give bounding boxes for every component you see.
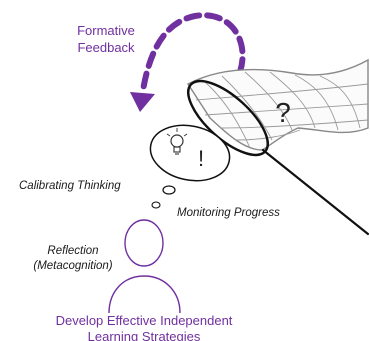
calibrating-thinking-label: Calibrating Thinking xyxy=(19,180,121,192)
question-mark: ? xyxy=(275,97,291,128)
exclamation-mark: ! xyxy=(198,146,204,171)
formative-feedback-line-1: Formative xyxy=(77,23,135,38)
develop-strategies-line-1: Develop Effective Independent xyxy=(55,313,233,328)
thought-bubble-icon xyxy=(149,124,231,209)
curved-dashed-arrow-icon xyxy=(130,12,246,112)
lightbulb-icon xyxy=(166,128,188,155)
reflection-line-1: Reflection xyxy=(47,245,99,257)
develop-strategies-label: Develop Effective Independent Learning S… xyxy=(44,313,244,341)
reflection-label: Reflection (Metacognition) xyxy=(27,244,119,274)
butterfly-net-icon xyxy=(186,58,370,236)
person-outline-icon xyxy=(108,219,181,314)
formative-feedback-label: Formative Feedback xyxy=(60,22,152,56)
monitoring-progress-label: Monitoring Progress xyxy=(177,207,280,219)
develop-strategies-line-2: Learning Strategies xyxy=(87,329,201,341)
formative-feedback-line-2: Feedback xyxy=(77,40,135,55)
reflection-line-2: (Metacognition) xyxy=(33,260,113,272)
